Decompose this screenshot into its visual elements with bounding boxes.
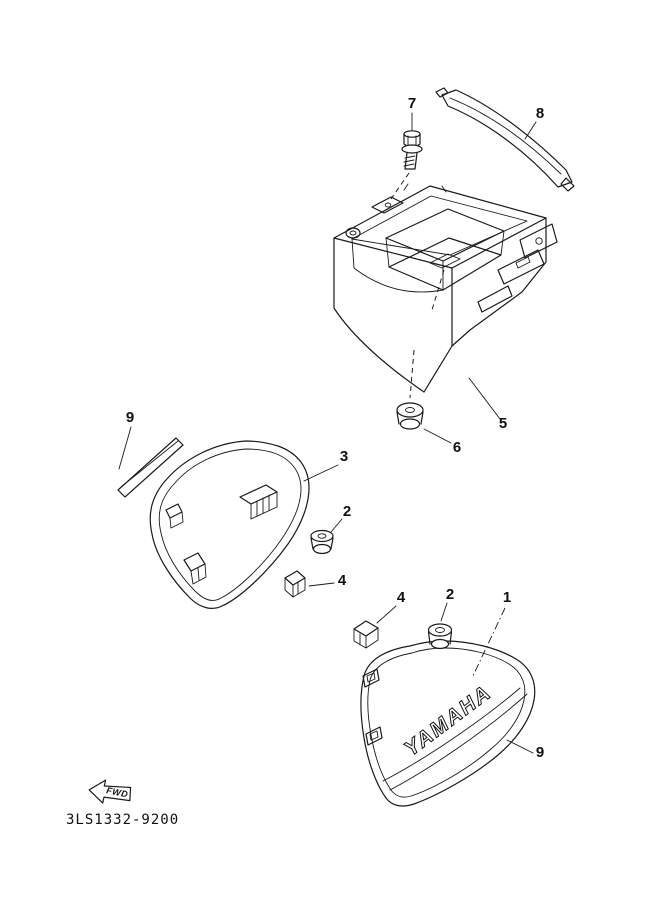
callout-2-right: 2 — [440, 586, 454, 622]
damper-part-6 — [396, 402, 424, 430]
callout-4-left: 4 — [308, 572, 347, 589]
battery-band-part-8 — [435, 87, 575, 192]
left-side-cover-part-3 — [149, 440, 310, 609]
callout-8: 8 — [524, 105, 544, 140]
clip-part-4-right — [353, 620, 379, 649]
callout-label: 4 — [397, 589, 406, 606]
callout-leader — [376, 605, 397, 624]
grommet-part-2-right — [427, 623, 453, 650]
fwd-label: FWD — [105, 785, 129, 799]
callout-4-right: 4 — [376, 589, 406, 624]
callout-7: 7 — [408, 95, 416, 131]
battery-box-part-5 — [333, 183, 558, 399]
callout-6: 6 — [423, 428, 461, 456]
part-code: 3LS1332-9200 — [66, 812, 179, 828]
callout-label: 3 — [340, 448, 348, 465]
callout-label: 5 — [499, 415, 507, 432]
callout-leader — [468, 377, 501, 420]
fwd-arrow-icon: FWD — [88, 779, 132, 804]
right-side-cover-part-1: YAMAHA — [360, 640, 536, 807]
callout-label: 8 — [536, 105, 544, 122]
graphic-stripe-left-part-9 — [117, 437, 184, 498]
callout-9-right: 9 — [506, 739, 544, 761]
callout-label: 7 — [408, 95, 416, 112]
callout-leader — [524, 121, 537, 140]
callout-leader — [440, 602, 448, 622]
callout-leader — [308, 582, 335, 587]
callout-3: 3 — [303, 448, 348, 482]
callout-label: 2 — [343, 503, 351, 520]
callouts: 7 8 5 6 9 3 2 4 — [118, 95, 544, 761]
callout-label: 9 — [536, 744, 544, 761]
bolt-part-7 — [390, 130, 423, 200]
callout-9-left: 9 — [118, 409, 134, 470]
callout-leader — [303, 464, 339, 482]
callout-leader — [423, 428, 452, 444]
callout-label: 6 — [453, 439, 461, 456]
callout-5: 5 — [468, 377, 507, 432]
callout-label: 9 — [126, 409, 134, 426]
callout-1: 1 — [471, 589, 511, 679]
callout-label: 1 — [503, 589, 511, 606]
callout-leader — [118, 426, 132, 470]
yamaha-logo-text: YAMAHA — [400, 681, 496, 761]
callout-label: 2 — [446, 586, 454, 603]
callout-2-left: 2 — [330, 503, 351, 533]
callout-label: 4 — [338, 572, 347, 589]
clip-part-4-left — [284, 570, 306, 598]
callout-leader — [506, 739, 534, 754]
grommet-part-2-left — [310, 529, 334, 555]
callout-leader — [330, 518, 343, 533]
callout-leader — [471, 607, 506, 679]
